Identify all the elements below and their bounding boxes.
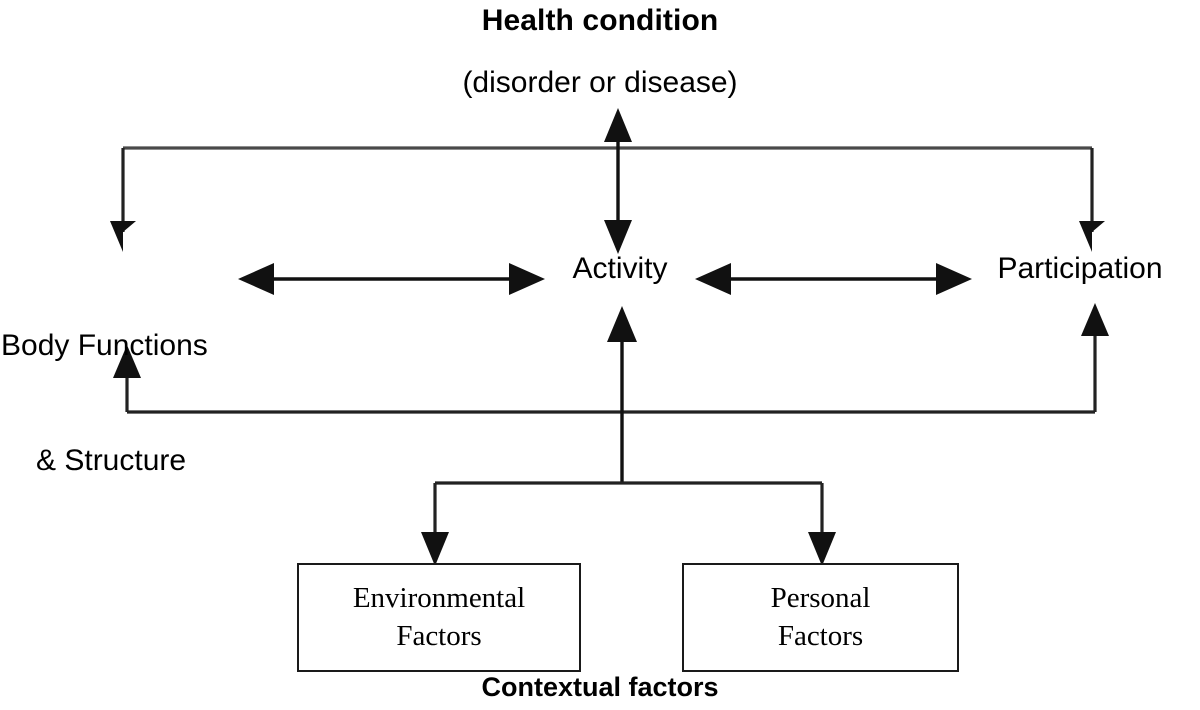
top-bracket-connector — [110, 146, 1105, 252]
activity-participation-double-arrow — [695, 263, 972, 295]
contextual-activity-connector — [607, 306, 637, 483]
node-body-functions-structure: Body Functions & Structure — [0, 250, 240, 557]
contextual-factors-caption: Contextual factors — [481, 672, 719, 702]
health-condition-title: Health condition — [481, 4, 719, 37]
box-personal-factors-line2: Factors — [777, 619, 864, 652]
box-environmental-factors: Environmental Factors — [297, 563, 581, 672]
box-environmental-factors-line2: Factors — [396, 619, 482, 652]
body-activity-double-arrow — [238, 263, 545, 295]
node-body-functions-line2: & Structure — [36, 443, 187, 477]
box-personal-factors: Personal Factors — [682, 563, 959, 672]
box-personal-factors-line1: Personal — [770, 581, 871, 614]
node-participation: Participation — [997, 252, 1163, 285]
node-body-functions-line1: Body Functions — [1, 328, 208, 362]
contextual-factors-bracket — [421, 481, 836, 566]
box-environmental-factors-line1: Environmental — [352, 581, 526, 614]
health-activity-double-arrow — [604, 108, 632, 254]
lower-bracket-connector — [113, 303, 1109, 414]
node-activity: Activity — [572, 252, 668, 285]
health-condition-subtitle: (disorder or disease) — [462, 66, 738, 99]
